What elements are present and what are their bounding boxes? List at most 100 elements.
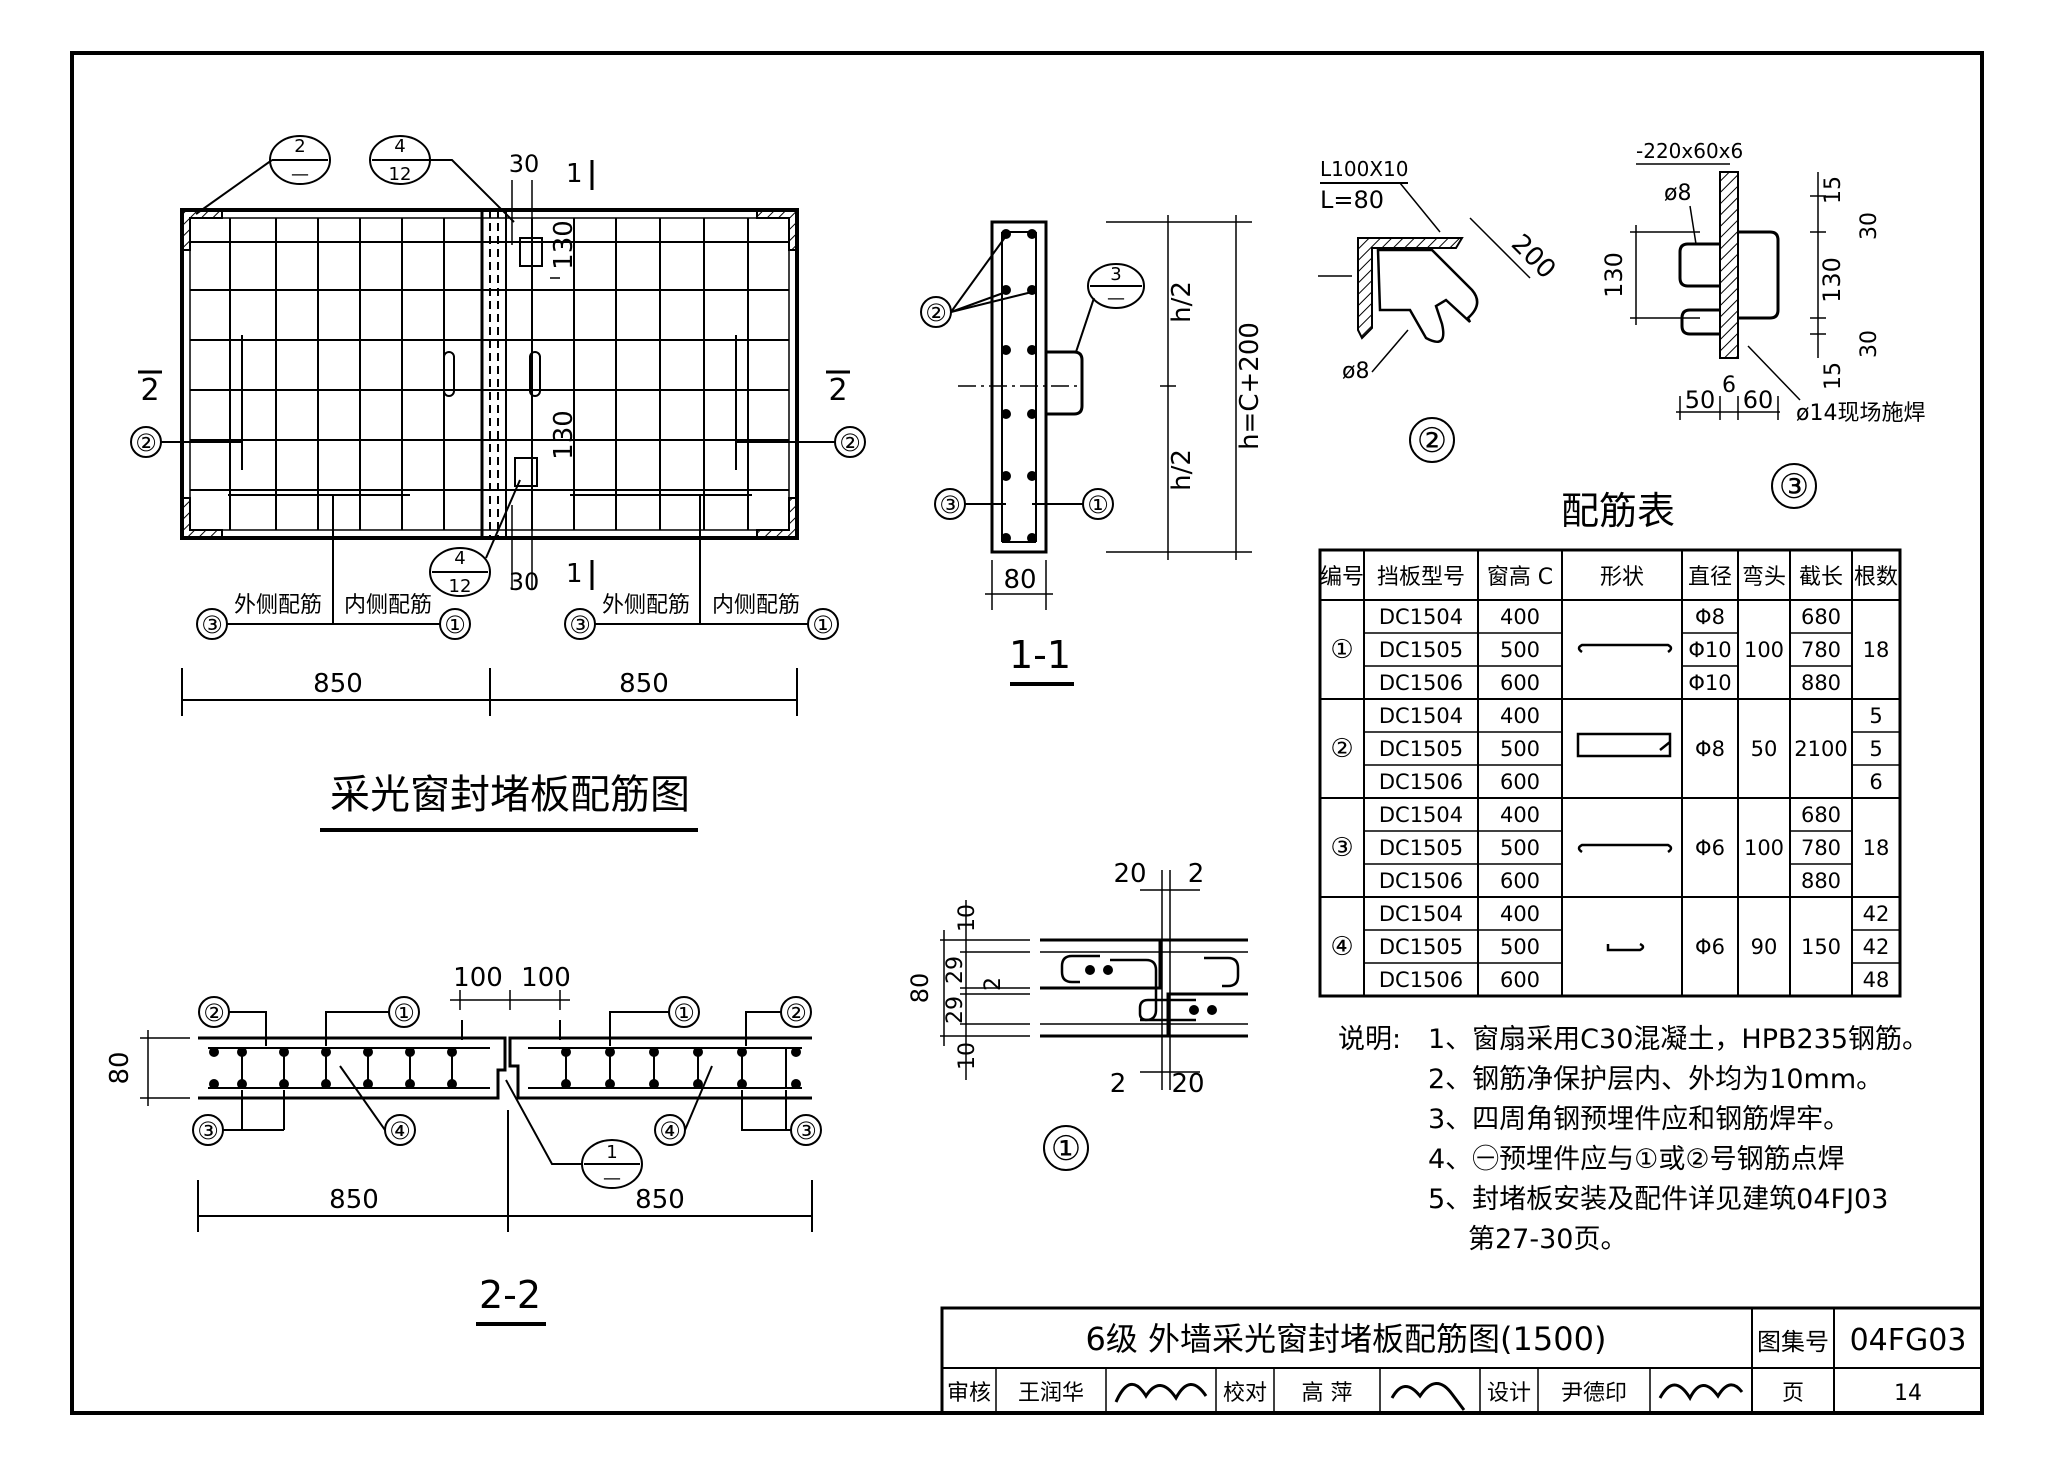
d3-dim-50: 50 (1685, 386, 1716, 414)
s22-callout-den: — (603, 1168, 621, 1189)
tb-check-label: 校对 (1223, 1381, 1267, 1406)
tb-page-label: 页 (1782, 1381, 1804, 1406)
table-cell: DC1506 (1379, 770, 1463, 794)
table-cell: Φ8 (1695, 605, 1725, 629)
table-cell: 5 (1869, 704, 1882, 728)
table-cell: 680 (1801, 605, 1841, 629)
table-cell: 2100 (1794, 737, 1847, 761)
s22-bar-4-right: ④ (659, 1117, 681, 1145)
section-2-2: 100 100 80 ② ① ① ② ③ ④ ④ ③ (105, 963, 822, 1326)
s11-title: 1-1 (1009, 633, 1071, 677)
lifting-slot-right (529, 351, 541, 397)
s11-dim-80: 80 (1003, 565, 1036, 595)
th-height: 窗高 C (1487, 565, 1553, 590)
table-cell: 18 (1863, 836, 1890, 860)
table-cell: 18 (1863, 638, 1890, 662)
plan-dim-30-bottom: 30 (509, 568, 540, 596)
th-count: 根数 (1854, 565, 1898, 590)
s11-dim-h2-top: h/2 (1167, 281, 1197, 323)
th-id: 编号 (1320, 565, 1364, 590)
table-cell: 400 (1500, 605, 1540, 629)
plan-bar-2-left: ② (135, 429, 157, 457)
s22-bar-3-left: ③ (197, 1117, 219, 1145)
s22-bar-2-right: ② (785, 999, 807, 1027)
lifting-slot-left (443, 351, 455, 397)
table-cell: 500 (1500, 737, 1540, 761)
table-cell: 680 (1801, 803, 1841, 827)
signature-reviewer (1114, 1383, 1208, 1403)
d3-dim-130: 130 (1600, 252, 1628, 298)
table-cell: 780 (1801, 836, 1841, 860)
g1-id: ① (1330, 635, 1353, 665)
table-cell: DC1506 (1379, 968, 1463, 992)
plan-dim-30-top: 30 (509, 150, 540, 178)
table-cell: Φ8 (1695, 737, 1725, 761)
note-2: 2、钢筋净保护层内、外均为10mm。 (1428, 1064, 1883, 1095)
plan-bar-3-left: ③ (201, 611, 223, 639)
callout-tm-num: 4 (394, 136, 405, 157)
table-title: 配筋表 (1561, 489, 1675, 533)
tb-review-label: 审核 (947, 1381, 991, 1406)
d2-angle: L100X10 (1320, 157, 1408, 181)
d1-dim-20-top: 20 (1113, 859, 1146, 889)
d2-dim-200: 200 (1505, 229, 1561, 285)
s22-bar-2-left: ② (203, 999, 225, 1027)
plan-section-2-left: 2 (140, 373, 159, 408)
table-cell: DC1506 (1379, 671, 1463, 695)
shape-straight-hook (1577, 843, 1673, 854)
table-cell: 50 (1751, 737, 1778, 761)
corner-hatch-bl (181, 497, 223, 539)
note-5: 5、封堵板安装及配件详见建筑04FJ03 (1428, 1184, 1888, 1215)
table-cell: 5 (1869, 737, 1882, 761)
note-3: 3、四周角钢预埋件应和钢筋焊牢。 (1428, 1104, 1850, 1135)
plan-section-2-right: 2 (828, 373, 847, 408)
s11-callout-den: — (1107, 288, 1125, 309)
table-cell: DC1504 (1379, 704, 1463, 728)
table-cell: 400 (1500, 902, 1540, 926)
plan-inner-rebar-left: 内侧配筋 (344, 593, 432, 618)
s22-dim-right: 850 (635, 1185, 685, 1215)
detail-3: -220x60x6 ø8 130 15 30 130 15 30 50 6 60… (1600, 139, 1925, 509)
table-cell: 400 (1500, 803, 1540, 827)
d1-dim-29-b: 29 (943, 996, 968, 1024)
callout-tl-num: 2 (294, 136, 305, 157)
plan-dim-130-mid: 130 (549, 410, 579, 460)
table-cell: Φ6 (1695, 935, 1725, 959)
table-cell: 780 (1801, 638, 1841, 662)
signature-checker (1390, 1382, 1466, 1411)
d3-dim-130-r: 130 (1818, 257, 1846, 303)
th-shape: 形状 (1600, 565, 1644, 590)
d1-label: ① (1051, 1129, 1081, 1169)
plan-title: 采光窗封堵板配筋图 (330, 772, 690, 818)
s22-bar-1-right: ① (673, 999, 695, 1027)
table-cell: 100 (1744, 836, 1784, 860)
tb-page-no: 14 (1894, 1381, 1922, 1406)
th-len: 截长 (1799, 565, 1843, 590)
callout-tm-den: 12 (389, 164, 412, 185)
table-cell: DC1505 (1379, 836, 1463, 860)
plan-section-1-top: 1 (566, 159, 583, 189)
d1-dim-10-top: 10 (955, 904, 980, 932)
table-cell: 42 (1863, 935, 1890, 959)
th-dia: 直径 (1688, 565, 1732, 590)
s22-dim-100-a: 100 (453, 963, 503, 993)
corner-hatch-tr (756, 209, 798, 251)
d1-dim-2-top: 2 (1188, 859, 1205, 889)
plan-bar-2-right: ② (839, 429, 861, 457)
section-1-1: 3 — ② ③ ① h/2 h/2 h=C+200 80 1-1 (920, 215, 1265, 686)
s22-dim-80: 80 (105, 1051, 135, 1084)
shape-short-hook (1606, 942, 1645, 952)
table-cell: 6 (1869, 770, 1882, 794)
table-cell: 600 (1500, 671, 1540, 695)
notes-prefix: 说明: (1338, 1024, 1401, 1055)
callout-bm-den: 12 (449, 576, 472, 597)
s11-dim-h: h=C+200 (1235, 322, 1265, 450)
plan-dim-left: 850 (313, 669, 363, 699)
s22-callout-num: 1 (606, 1142, 617, 1163)
d3-bar: ø8 (1664, 181, 1691, 206)
s22-dim-left: 850 (329, 1185, 379, 1215)
table-cell: Φ6 (1695, 836, 1725, 860)
plan-bar-1-left: ① (444, 611, 466, 639)
d1-dim-2-bot: 2 (1110, 1069, 1127, 1099)
d3-weld: ø14现场施焊 (1796, 401, 1925, 426)
